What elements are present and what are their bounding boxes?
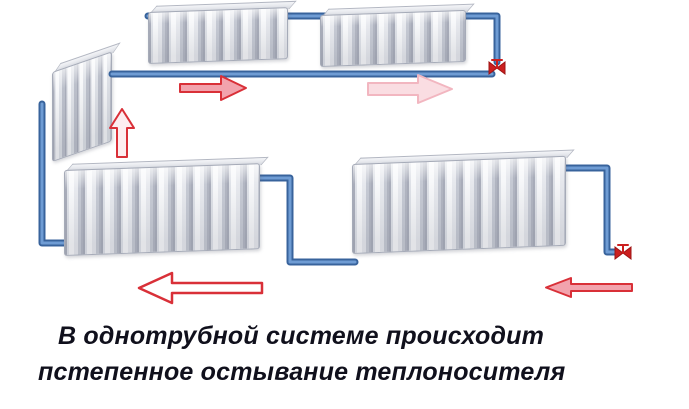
caption-line-2: пстепенное остывание теплоносителя: [38, 358, 566, 386]
flow-arrow-right-cooling-icon: [367, 74, 453, 104]
flow-arrow-right-hot-icon: [179, 75, 247, 101]
radiator-fins: [52, 51, 112, 162]
radiator-side-left: [52, 42, 121, 162]
flow-arrow-up-riser-icon: [109, 108, 135, 158]
flow-arrow-left-return-small-icon: [545, 277, 633, 298]
radiator-fins: [320, 9, 466, 68]
caption: В однотрубной системе происходит пстепен…: [38, 318, 565, 390]
radiator-bottom-left: [64, 156, 269, 256]
valve-top-right-icon: [488, 59, 506, 75]
radiator-fins: [352, 155, 566, 254]
radiator-fins: [148, 7, 288, 65]
valve-bottom-right-icon: [614, 244, 632, 260]
radiator-bottom-right: [352, 149, 575, 254]
radiator-top-left: [148, 0, 297, 65]
radiator-fins: [64, 163, 260, 256]
radiator-top-right: [320, 3, 475, 68]
flow-arrow-left-return-large-icon: [137, 271, 264, 305]
caption-line-1: В однотрубной системе происходит: [58, 322, 545, 350]
